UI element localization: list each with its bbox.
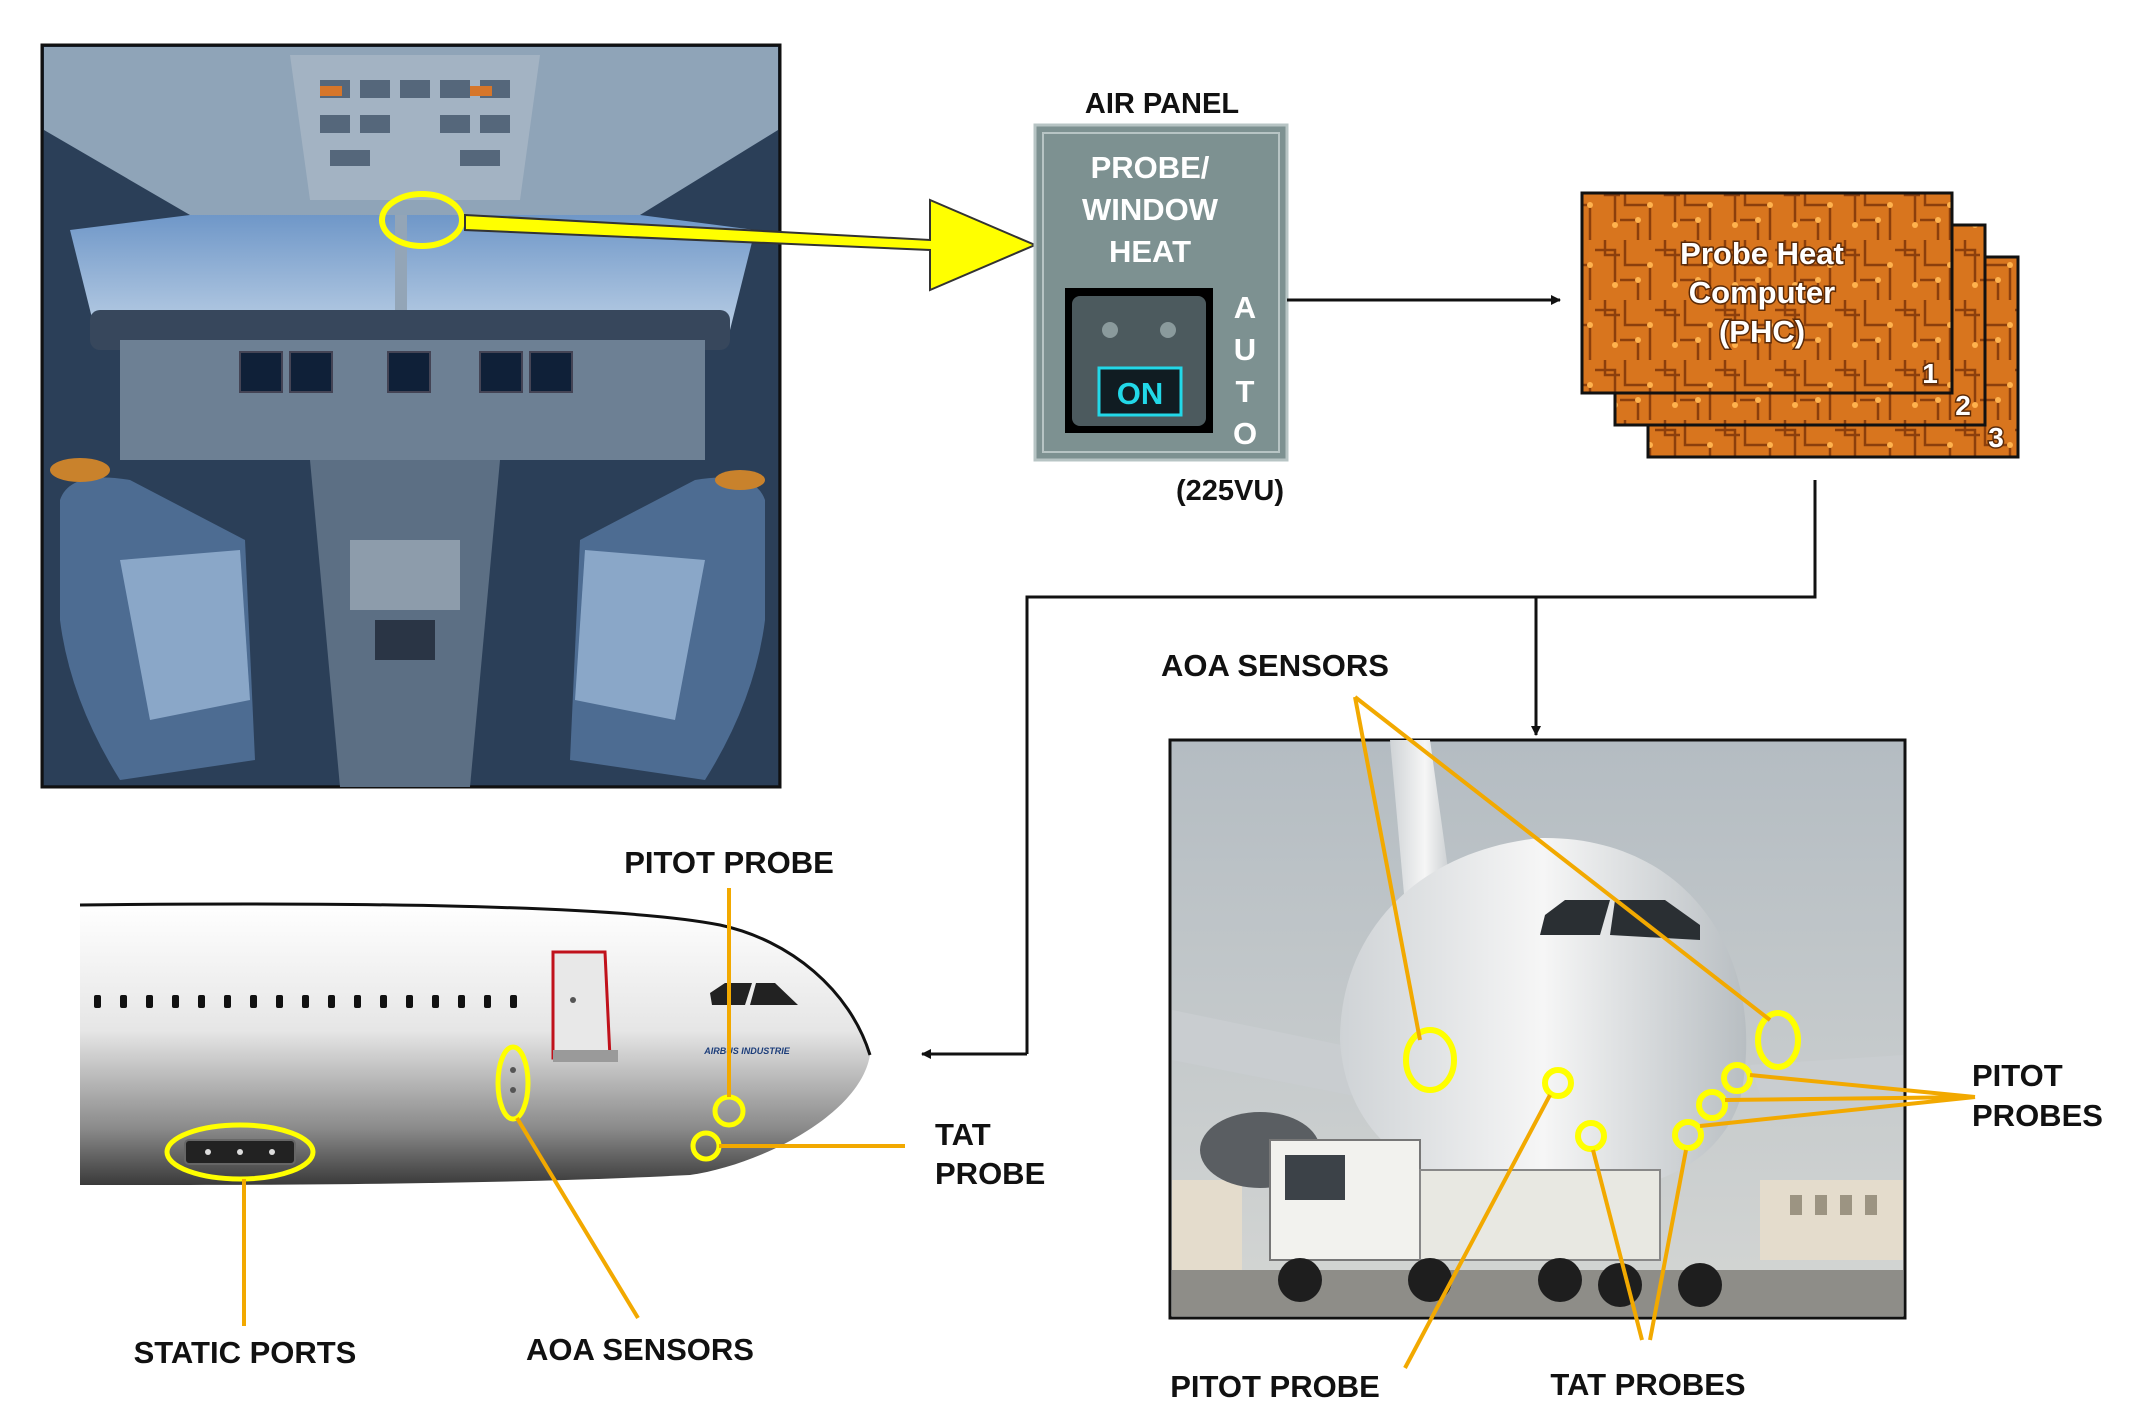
auto-letter-t: T bbox=[1236, 374, 1255, 409]
photo-aoa-highlight-right bbox=[1755, 1010, 1801, 1070]
phc-line-2: Computer bbox=[1689, 275, 1835, 310]
airbus-logo-text: AIRBUS INDUSTRIE bbox=[703, 1046, 791, 1056]
label-tat-line-2: PROBE bbox=[935, 1156, 1045, 1191]
yellow-arrow bbox=[464, 198, 1038, 292]
indicator-dot-left bbox=[1102, 322, 1118, 338]
photo-tat-highlight-left bbox=[1575, 1120, 1607, 1152]
phc-card-1 bbox=[1580, 191, 1954, 395]
phc-number-2: 2 bbox=[1955, 390, 1971, 421]
label-photo-pitot-probe: PITOT PROBE bbox=[1170, 1369, 1380, 1404]
photo-pitot-highlight-r2 bbox=[1721, 1062, 1753, 1094]
photo-aoa-highlight-left bbox=[1403, 1027, 1457, 1093]
aircraft-photo bbox=[1168, 738, 1907, 1320]
panel-location: (225VU) bbox=[1176, 475, 1284, 507]
phc-output-lines bbox=[921, 480, 1817, 1059]
button-line-3: HEAT bbox=[1109, 234, 1191, 269]
auto-letter-a: A bbox=[1234, 290, 1256, 325]
fuselage-leader-lines bbox=[242, 888, 905, 1326]
indicator-dot-right bbox=[1160, 322, 1176, 338]
label-photo-tat-probes: TAT PROBES bbox=[1550, 1367, 1745, 1402]
static-ports-highlight bbox=[164, 1122, 316, 1182]
phc-stack: Probe Heat Computer (PHC) 1 2 3 bbox=[1580, 191, 2020, 459]
label-static-ports: STATIC PORTS bbox=[134, 1335, 357, 1370]
fuselage-side-view: AIRBUS INDUSTRIE bbox=[79, 902, 872, 1185]
phc-line-1: Probe Heat bbox=[1680, 236, 1844, 271]
phc-line-3: (PHC) bbox=[1719, 314, 1805, 349]
cockpit-photo bbox=[40, 43, 782, 789]
label-tat-line-1: TAT bbox=[935, 1117, 991, 1152]
button-line-2: WINDOW bbox=[1082, 192, 1219, 227]
phc-number-1: 1 bbox=[1922, 358, 1938, 389]
air-panel: AIR PANEL PROBE/ WINDOW HEAT ON A U T O … bbox=[1033, 88, 1289, 507]
label-photo-pitot-line-2: PROBES bbox=[1972, 1098, 2103, 1133]
label-photo-pitot-line-1: PITOT bbox=[1972, 1058, 2063, 1093]
label-aoa-sensors: AOA SENSORS bbox=[526, 1332, 754, 1367]
button-line-1: PROBE/ bbox=[1091, 150, 1210, 185]
overhead-panel-highlight bbox=[379, 191, 465, 249]
forward-door bbox=[551, 950, 612, 1060]
phc-number-3: 3 bbox=[1988, 422, 2004, 453]
air-panel-title: AIR PANEL bbox=[1085, 88, 1239, 120]
aoa-sensor-highlight bbox=[495, 1044, 531, 1122]
probe-window-heat-pushbutton[interactable]: ON bbox=[1065, 288, 1213, 433]
cabin-windows bbox=[94, 995, 517, 1008]
label-pitot-probe: PITOT PROBE bbox=[624, 845, 834, 880]
auto-letter-o: O bbox=[1233, 416, 1257, 451]
label-photo-aoa-sensors: AOA SENSORS bbox=[1161, 648, 1389, 683]
photo-leader-lines bbox=[1353, 695, 1976, 1369]
photo-tat-highlight-right bbox=[1672, 1119, 1704, 1151]
on-label: ON bbox=[1117, 376, 1164, 411]
photo-pitot-highlight-center bbox=[1542, 1067, 1574, 1099]
auto-letter-u: U bbox=[1234, 332, 1256, 367]
photo-pitot-highlight-r1 bbox=[1696, 1089, 1728, 1121]
